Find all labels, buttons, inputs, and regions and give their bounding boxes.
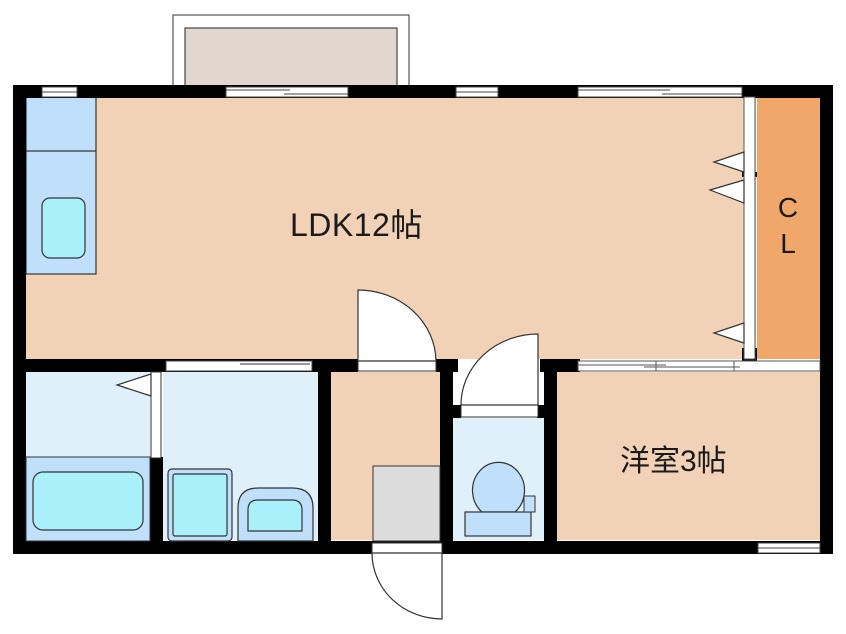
door-hall-ldk [357,289,437,372]
washbasin [237,487,314,542]
closet-room-label: C L [773,190,803,262]
door-entrance [371,542,443,620]
window-balcony-sliding [225,86,349,98]
door-toilet [460,333,539,418]
door-bathroom [115,371,162,459]
ldk-room-label: LDK12帖 [290,207,423,243]
kitchen-sink [41,197,86,259]
closet-floor [757,97,821,359]
windows [41,86,821,554]
western-room-floor [556,372,821,540]
bathtub [25,456,151,542]
washroom-window-dots [240,363,310,365]
western-room-label: 洋室3帖 [620,445,727,478]
washing-machine-pan [167,468,233,542]
closet-doors [708,96,756,360]
kitchen-counter [25,96,97,275]
closet-label-l: L [780,228,796,259]
shoe-cabinet [372,465,441,542]
window-washroom [165,360,313,372]
western-room-sliding-door [577,360,821,372]
balcony [172,14,410,88]
window-ldk-right [577,86,743,98]
toilet-fixture [464,461,536,537]
closet-label-c: C [777,192,799,223]
